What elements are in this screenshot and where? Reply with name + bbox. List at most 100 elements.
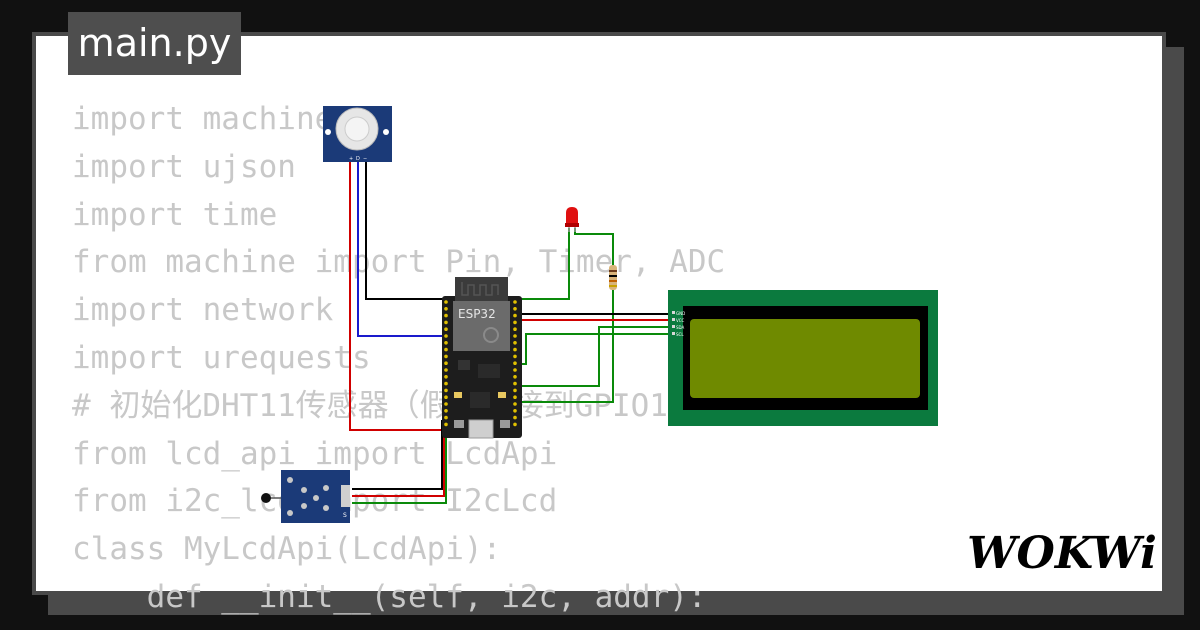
ntc-sensor: S — [261, 470, 350, 523]
ntc-pin-label: S — [343, 512, 347, 519]
boot-button — [454, 420, 464, 428]
esp32-pin — [513, 334, 517, 338]
lcd-pin-label: SCL — [676, 332, 684, 337]
code-line: from lcd_api import LcdApi — [72, 435, 558, 472]
esp32-label: ESP32 — [458, 307, 496, 321]
esp32-pin — [444, 368, 448, 372]
pir-mount-hole — [383, 129, 389, 135]
code-line: import network — [72, 292, 334, 329]
lcd-pin — [672, 318, 675, 321]
esp32-pin — [513, 402, 517, 406]
code-line: import machine — [72, 101, 334, 137]
wire-pir-vcc — [349, 162, 445, 431]
esp32-pin — [444, 307, 448, 311]
esp32-pin — [444, 341, 448, 345]
code-line: import ujson — [72, 148, 296, 185]
esp32-pin — [444, 327, 448, 332]
esp32-pin — [513, 354, 517, 359]
esp32-pin — [513, 361, 517, 366]
esp32-pin — [444, 409, 448, 413]
esp32-component — [454, 392, 462, 398]
ntc-mount-hole — [287, 477, 293, 483]
code-line: import time — [72, 196, 278, 233]
wokwi-logo: WOKWi — [967, 528, 1157, 579]
esp32-pin — [513, 381, 517, 386]
resistor-band — [609, 280, 617, 282]
wokwi-logo-text: WOKWi — [967, 528, 1157, 579]
file-title: main.py — [68, 12, 241, 75]
wires — [349, 162, 672, 504]
pir-lens — [344, 116, 370, 142]
wire-led — [520, 228, 570, 300]
wire-pir-gnd — [365, 162, 445, 300]
antenna-trace — [461, 282, 499, 296]
code-line: from machine import Pin, Timer, ADC — [72, 244, 726, 281]
esp32-pin — [513, 422, 517, 427]
pir-pin-label: − — [363, 156, 367, 162]
esp32-component — [498, 392, 506, 398]
esp32-pin — [513, 327, 517, 332]
code-listing: import machine import ujson import time fro… — [72, 96, 725, 622]
esp32-pin — [444, 334, 448, 338]
code-line: # 初始化DHT11传感器（假设连接到GPIO14） — [72, 387, 718, 424]
esp32-pin — [444, 300, 448, 304]
wire-ntc-signal — [352, 420, 447, 504]
esp32-pin — [444, 347, 448, 352]
esp32-pin — [444, 415, 448, 420]
esp32-pin — [444, 361, 448, 366]
lcd-pin-label: VCC — [676, 318, 685, 323]
esp32-pin — [513, 395, 517, 400]
esp32-pin — [513, 368, 517, 372]
esp32-pin — [444, 375, 448, 379]
lcd-screen — [690, 319, 920, 398]
esp32-pins-right — [513, 300, 517, 427]
esp32-pin — [513, 375, 517, 379]
esp32-chip — [478, 364, 500, 378]
esp32-pin — [513, 341, 517, 345]
esp32-pin — [444, 354, 448, 359]
esp32-pin — [513, 320, 517, 325]
code-line: def __init__(self, i2c, addr): — [72, 578, 707, 615]
esp32-pin — [444, 395, 448, 400]
pir-sensor: + D − — [323, 106, 392, 162]
esp32-chip — [458, 360, 470, 370]
wire-led-resistor — [574, 228, 614, 265]
code-line: class MyLcdApi(LcdApi): — [72, 531, 502, 568]
resistor-band — [609, 275, 617, 277]
lcd-pin — [672, 311, 675, 314]
esp32-pin — [513, 300, 517, 304]
ntc-pad — [301, 503, 307, 509]
lcd-pin-label: SDA — [676, 325, 685, 330]
pir-pin-label: D — [356, 156, 360, 162]
espressif-logo-icon — [483, 327, 499, 343]
esp32-pin — [444, 320, 448, 325]
esp32-pin — [513, 347, 517, 352]
esp32-pin — [444, 381, 448, 386]
esp32-pin — [513, 388, 517, 393]
lcd-pin — [672, 325, 675, 328]
code-line: import urequests — [72, 339, 371, 376]
led-rim — [565, 223, 579, 227]
ntc-pad — [301, 487, 307, 493]
esp32-module — [453, 301, 510, 351]
wire-pir-data — [357, 162, 445, 337]
esp32-pin — [444, 402, 448, 406]
led-body — [566, 207, 578, 224]
esp32-pin — [513, 415, 517, 420]
lcd-display: GND VCC SDA SCL — [668, 290, 938, 426]
ntc-pad — [323, 505, 329, 511]
pir-pin-label: + — [349, 156, 353, 162]
esp32-pin — [513, 307, 517, 311]
esp32-pin — [444, 388, 448, 393]
reset-button — [500, 420, 510, 428]
esp32-pin — [444, 422, 448, 427]
ntc-pad — [313, 495, 319, 501]
wire-ntc-vcc — [352, 425, 445, 497]
esp32-chip — [470, 392, 490, 408]
resistor-band — [609, 285, 617, 287]
wire-lcd-scl — [520, 333, 672, 365]
pir-mount-hole — [325, 129, 331, 135]
ntc-header — [341, 485, 350, 507]
lcd-pin-label: GND — [676, 311, 685, 316]
